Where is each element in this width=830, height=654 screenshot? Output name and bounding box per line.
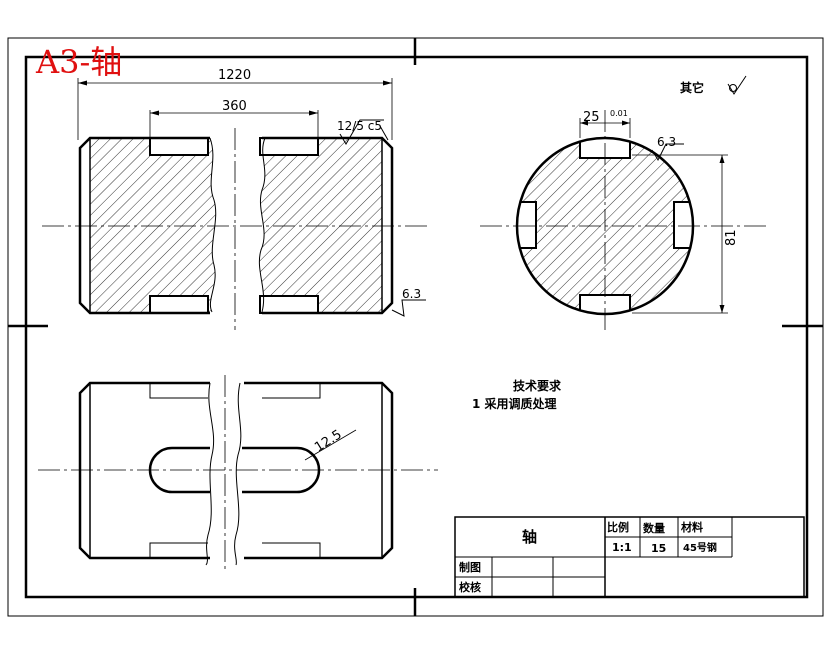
title-qty-value: 15 [651, 542, 666, 555]
title-material-value: 45号钢 [683, 541, 717, 554]
title-block [454, 516, 805, 598]
title-qty-label: 数量 [643, 521, 665, 535]
finish-top-label: 12/5 c5 [337, 119, 382, 133]
dim-overall-length: 1220 [218, 68, 251, 83]
dim-inner-length: 360 [222, 99, 247, 114]
title-checked-label: 校核 [459, 580, 481, 594]
sheet-label: A3-轴 [35, 43, 122, 81]
shaft-section-view: 1220 360 12/5 c5 6.3 [42, 68, 430, 330]
title-material-label: 材料 [681, 520, 703, 534]
title-scale-label: 比例 [607, 520, 629, 534]
dim-slot: 12.5 [312, 427, 345, 455]
finish-end-label: 6.3 [402, 287, 421, 301]
dim-depth: 81 [724, 229, 739, 246]
dim-keyway-width: 25 [583, 110, 600, 125]
tech-req-item-1: 1 采用调质处理 [472, 396, 557, 411]
tech-req-title: 技术要求 [513, 378, 562, 393]
other-note: 其它 [680, 80, 704, 95]
title-scale-value: 1:1 [612, 541, 632, 554]
keyway-finish-label: 6.3 [657, 135, 676, 149]
dim-keyway-tol: 0.01 [610, 109, 628, 118]
title-drawn-label: 制图 [459, 560, 481, 574]
title-part-name: 轴 [522, 528, 537, 546]
cross-section-view: 25 0.01 6.3 81 其它 [480, 75, 770, 330]
shaft-top-view: 12.5 [38, 375, 438, 570]
